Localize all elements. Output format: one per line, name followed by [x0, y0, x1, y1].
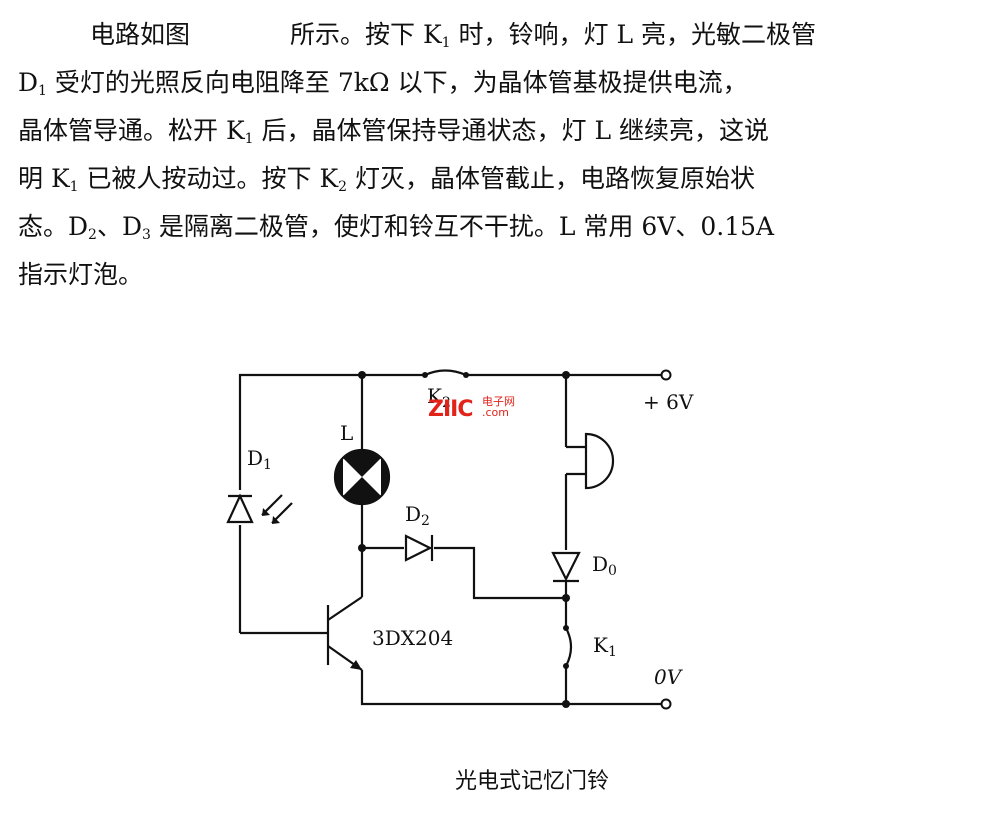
label-transistor: 3DX204: [372, 626, 454, 650]
text-line-3: 晶体管导通。松开 K1 后，晶体管保持导通状态，灯 L 继续亮，这说: [18, 116, 769, 147]
figure-caption: 光电式记忆门铃: [455, 769, 610, 794]
junction-dot: [562, 594, 570, 602]
label-l: L: [340, 421, 354, 445]
emitter-arrow: [350, 660, 362, 670]
text-line-6: 指示灯泡。: [18, 260, 144, 289]
switch-contact: [563, 625, 569, 631]
label-d0: D0: [592, 552, 617, 579]
terminal-0v: [660, 698, 672, 710]
watermark-logo: ZIIC: [428, 397, 473, 422]
wire-d2-right: [434, 546, 566, 600]
transistor-collector: [327, 596, 363, 621]
light-arrowhead-1: [262, 508, 270, 516]
light-arrowhead-2: [272, 516, 280, 524]
text-line-4: 明 K1 已被人按动过。按下 K2 灯灭，晶体管截止，电路恢复原始状: [18, 164, 755, 195]
label-k2: K2: [427, 384, 451, 411]
switch-contact: [463, 372, 469, 378]
switch-contact: [422, 372, 428, 378]
text-line-2: D1 受灯的光照反向电阻降至 7kΩ 以下，为晶体管基极提供电流，: [18, 68, 748, 99]
lamp-l: [333, 448, 391, 506]
text-line-5: 态。D2、D3 是隔离二极管，使灯和铃互不干扰。L 常用 6V、0.15A: [18, 212, 775, 243]
switch-k1: [565, 627, 573, 667]
switch-k2: [424, 369, 467, 377]
junction-dot: [562, 371, 570, 379]
junction-dot: [358, 371, 366, 379]
diode-d1-body: [226, 493, 254, 524]
wire-emitter: [360, 670, 662, 706]
diode-d2-body: [404, 534, 433, 562]
label-k1: K1: [593, 633, 617, 660]
junction-dot: [562, 700, 570, 708]
label-6v: + 6V: [643, 390, 694, 414]
label-d1: D1: [247, 446, 272, 473]
diode-d0-body: [551, 551, 581, 582]
watermark-sub: 电子网.com: [482, 395, 515, 419]
text-line-1: 电路如图所示。按下 K1 时，铃响，灯 L 亮，光敏二极管: [90, 20, 817, 51]
bell-symbol: [584, 432, 615, 490]
label-0v: 0V: [654, 665, 682, 689]
terminal-6v: [660, 369, 672, 381]
junction-dot: [358, 544, 366, 552]
label-d2: D2: [405, 502, 430, 529]
switch-contact: [563, 663, 569, 669]
